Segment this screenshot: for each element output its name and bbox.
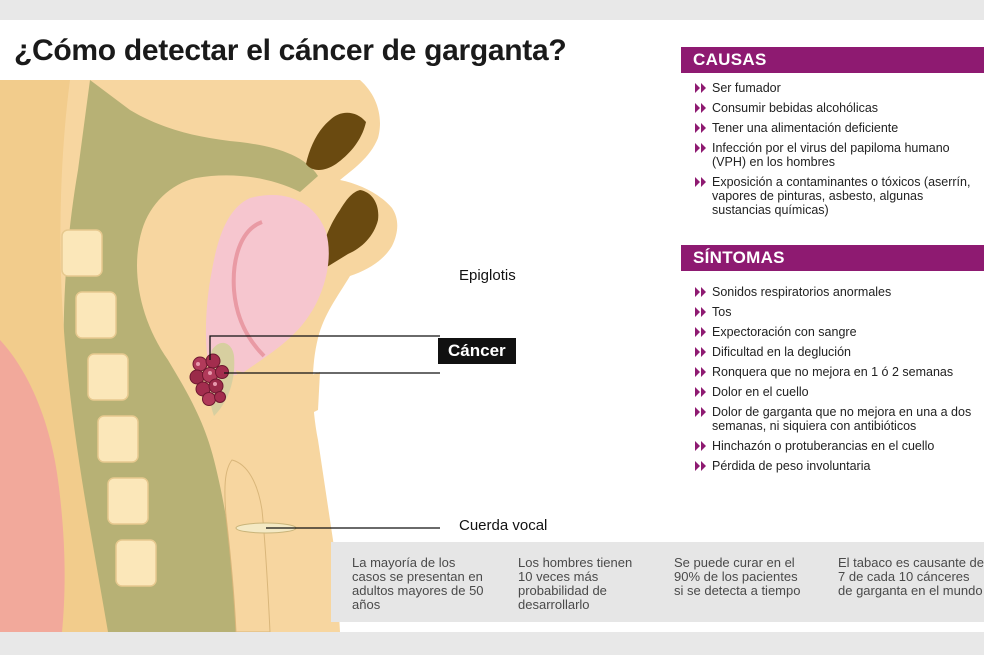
list-item: Pérdida de peso involuntaria	[695, 459, 984, 473]
list-item: Ronquera que no mejora en 1 ó 2 semanas	[695, 365, 984, 379]
stats-bar: La mayoría de los casos se presentan en …	[331, 542, 984, 622]
nasal-cavity	[306, 112, 366, 170]
double-chevron-icon	[695, 307, 706, 317]
tumor-cluster	[189, 353, 229, 406]
stat-tobacco: El tabaco es causante de 7 de cada 10 cá…	[838, 555, 984, 598]
spine-vertebrae	[61, 229, 157, 587]
epiglotis-leader-line	[209, 335, 440, 360]
double-chevron-icon	[695, 407, 706, 417]
label-cancer: Cáncer	[438, 338, 516, 364]
tongue	[205, 195, 329, 377]
list-item: Consumir bebidas alcohólicas	[695, 101, 984, 115]
causas-list: Ser fumador Consumir bebidas alcohólicas…	[681, 81, 984, 217]
list-item: Exposición a contaminantes o tóxicos (as…	[695, 175, 984, 217]
throat-illustration	[0, 80, 440, 632]
double-chevron-icon	[695, 347, 706, 357]
double-chevron-icon	[695, 177, 706, 187]
larynx	[224, 459, 271, 632]
list-item: Dificultad en la deglución	[695, 345, 984, 359]
list-item: Tener una alimentación deficiente	[695, 121, 984, 135]
list-item: Hinchazón o protuberancias en el cuello	[695, 439, 984, 453]
list-item: Dolor de garganta que no mejora en una a…	[695, 405, 984, 433]
label-epiglotis: Epiglotis	[459, 267, 516, 284]
double-chevron-icon	[695, 123, 706, 133]
spinal-cord-area	[0, 340, 65, 632]
double-chevron-icon	[695, 387, 706, 397]
tongue-line	[231, 220, 266, 358]
oral-cavity	[320, 190, 379, 270]
double-chevron-icon	[695, 441, 706, 451]
sintomas-list: Sonidos respiratorios anormales Tos Expe…	[681, 285, 984, 473]
list-item: Ser fumador	[695, 81, 984, 95]
jaw	[236, 370, 320, 418]
stat-cure: Se puede curar en el 90% de los paciente…	[674, 555, 801, 598]
infographic-page: ¿Cómo detectar el cáncer de garganta?	[0, 20, 984, 632]
list-item: Infección por el virus del papiloma huma…	[695, 141, 984, 169]
sintomas-panel: SÍNTOMAS Sonidos respiratorios anormales…	[681, 245, 984, 479]
double-chevron-icon	[695, 287, 706, 297]
double-chevron-icon	[695, 103, 706, 113]
page-title: ¿Cómo detectar el cáncer de garganta?	[14, 34, 567, 67]
label-cuerda-vocal: Cuerda vocal	[459, 517, 548, 534]
list-item: Tos	[695, 305, 984, 319]
stat-age: La mayoría de los casos se presentan en …	[352, 555, 484, 612]
sintomas-heading: SÍNTOMAS	[681, 245, 984, 271]
double-chevron-icon	[695, 143, 706, 153]
causas-heading: CAUSAS	[681, 47, 984, 73]
stat-men: Los hombres tienen 10 veces más probabil…	[518, 555, 633, 612]
causas-panel: CAUSAS Ser fumador Consumir bebidas alco…	[681, 47, 984, 223]
double-chevron-icon	[695, 83, 706, 93]
list-item: Dolor en el cuello	[695, 385, 984, 399]
list-item: Sonidos respiratorios anormales	[695, 285, 984, 299]
list-item: Expectoración con sangre	[695, 325, 984, 339]
double-chevron-icon	[695, 327, 706, 337]
double-chevron-icon	[695, 461, 706, 471]
double-chevron-icon	[695, 367, 706, 377]
